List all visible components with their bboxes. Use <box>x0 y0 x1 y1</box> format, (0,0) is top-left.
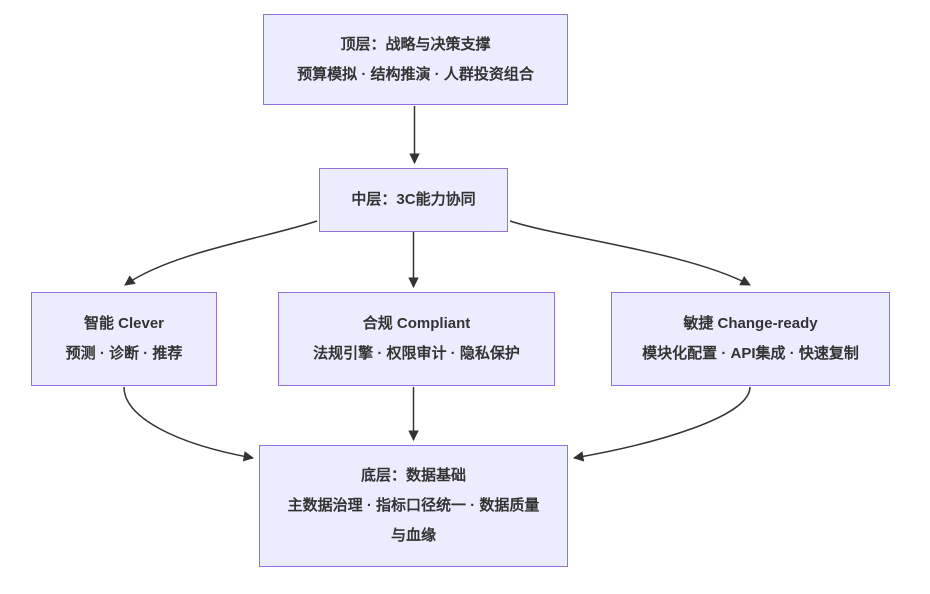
node-clever: 智能 Clever 预测 · 诊断 · 推荐 <box>31 292 217 386</box>
node-title: 合规 Compliant <box>362 315 471 332</box>
node-subtitle: 预算模拟 · 结构推演 · 人群投资组合 <box>297 65 534 83</box>
node-subtitle: 预测 · 诊断 · 推荐 <box>65 345 183 362</box>
node-title: 底层：数据基础 <box>360 467 466 484</box>
edge-mid-to-clever <box>124 220 318 286</box>
node-compliant: 合规 Compliant 法规引擎 · 权限审计 · 隐私保护 <box>278 292 555 386</box>
edge-changeready-to-bottom <box>572 386 751 462</box>
edge-clever-to-bottom <box>123 386 255 462</box>
node-change-ready: 敏捷 Change-ready 模块化配置 · API集成 · 快速复制 <box>611 292 890 386</box>
node-title: 智能 Clever <box>83 315 165 332</box>
node-subtitle: 模块化配置 · API集成 · 快速复制 <box>642 345 859 362</box>
node-mid-layer: 中层：3C能力协同 <box>319 168 508 232</box>
node-subtitle: 主数据治理 · 指标口径统一 · 数据质量与血缘 <box>287 497 540 544</box>
edge-mid-to-changeready <box>509 220 751 286</box>
node-top-layer: 顶层：战略与决策支撑 预算模拟 · 结构推演 · 人群投资组合 <box>263 14 568 105</box>
node-title: 顶层：战略与决策支撑 <box>340 35 491 53</box>
node-subtitle: 法规引擎 · 权限审计 · 隐私保护 <box>313 345 520 362</box>
node-title: 敏捷 Change-ready <box>683 315 818 332</box>
node-title: 中层：3C能力协同 <box>351 191 476 208</box>
node-bottom-layer: 底层：数据基础 主数据治理 · 指标口径统一 · 数据质量与血缘 <box>259 445 568 567</box>
